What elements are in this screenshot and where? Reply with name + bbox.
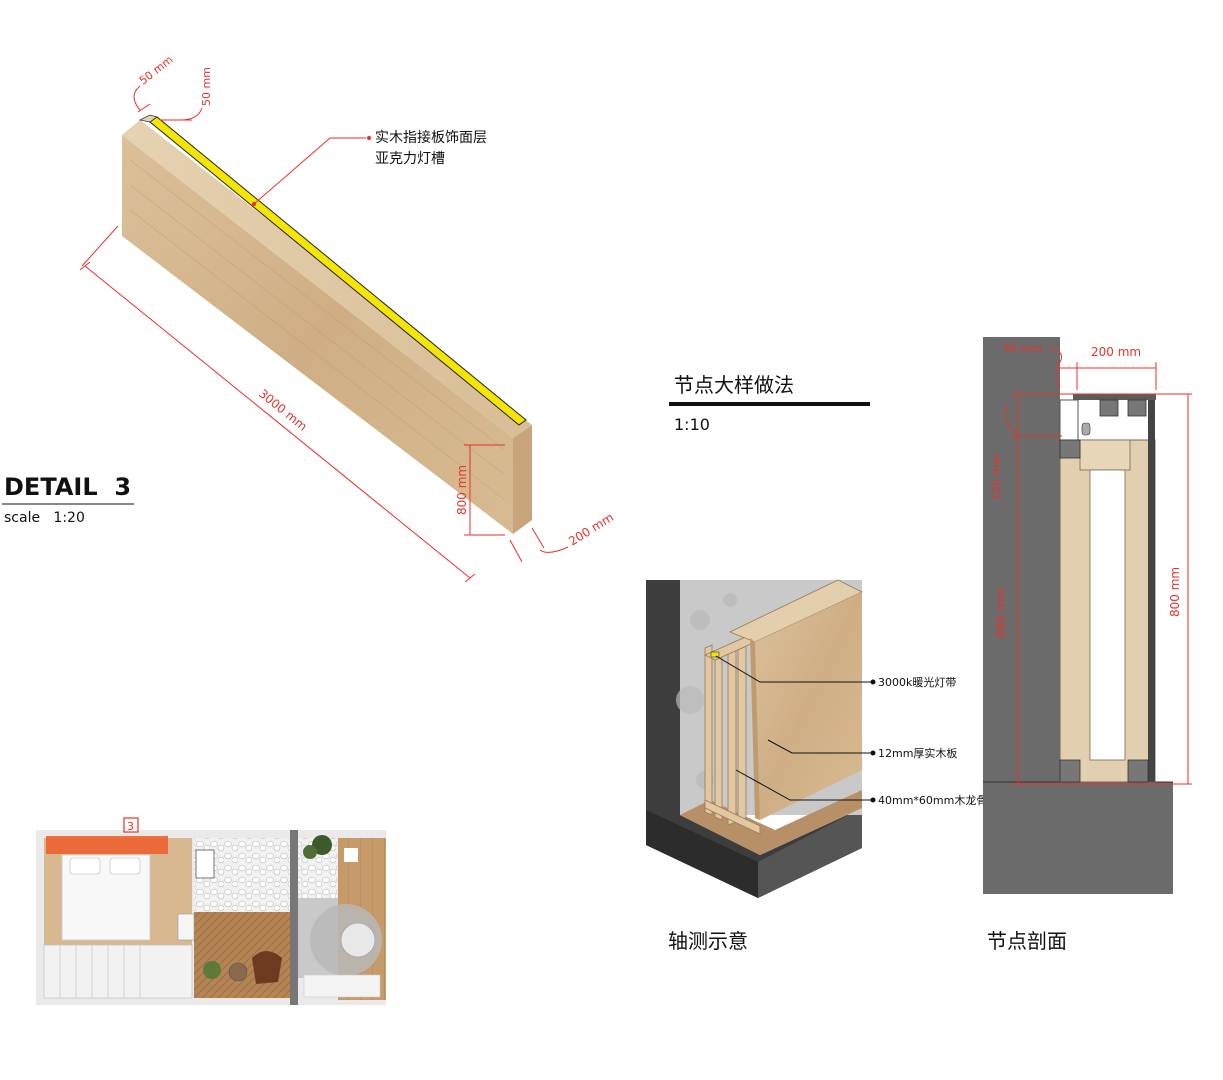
dim-depth-lines	[509, 527, 569, 563]
dim-top-b-label: 50 mm	[200, 67, 213, 106]
dim-depth-label: 200 mm	[566, 510, 616, 548]
node-title: 节点大样做法	[674, 373, 794, 397]
beam-front-face	[122, 135, 513, 534]
section-dim-120: 120 mm	[990, 454, 1003, 500]
dim-length-lines	[79, 225, 476, 583]
callout-anchor	[252, 202, 256, 206]
plan-stairs	[43, 944, 193, 999]
axo-caption: 轴测示意	[668, 929, 748, 953]
floor-plan: 3	[36, 817, 386, 1005]
plan-plant	[203, 961, 221, 979]
detail-title-block: DETAIL 3 scale 1:20	[2, 473, 134, 526]
dim-top-a-label: 50 mm	[137, 53, 176, 87]
section-keels	[1059, 399, 1149, 783]
callout-line-2: 亚克力灯槽	[375, 151, 445, 167]
detail-scale: scale 1:20	[4, 510, 85, 526]
section-floor	[983, 782, 1173, 894]
section-front-board	[1148, 400, 1155, 782]
dim-top-lines	[133, 85, 203, 121]
section-void	[1089, 469, 1126, 761]
axo-base-dark	[646, 580, 862, 898]
iso-beam-view: 3000 mm 800 mm 200 mm 50 mm 50 mm	[79, 53, 616, 583]
beam-grain	[129, 159, 506, 501]
plan-marker: 3	[127, 820, 134, 833]
section-dim-50: 50 mm	[1003, 342, 1042, 355]
axo-label-keel: 40mm*60mm木龙骨	[878, 794, 987, 807]
callout-dot	[367, 136, 371, 140]
beam-end-face	[513, 425, 532, 534]
node-scale: 1:10	[674, 415, 710, 434]
section-dim-800: 800 mm	[1168, 567, 1182, 617]
axo-led-strip	[710, 651, 720, 658]
section-view: 50 mm 200 mm 120 mm 680 mm 800 mm 节点剖面	[983, 337, 1192, 953]
section-dim-680: 680 mm	[994, 588, 1008, 638]
node-title-block: 节点大样做法 1:10	[669, 373, 870, 434]
section-caption: 节点剖面	[987, 929, 1067, 953]
axo-label-led: 3000k暖光灯带	[878, 675, 956, 689]
section-dim-200: 200 mm	[1091, 345, 1141, 359]
axo-board-edge	[750, 638, 760, 820]
section-led	[1081, 422, 1091, 436]
detail-title: DETAIL 3	[4, 473, 131, 501]
axo-floor	[680, 790, 862, 855]
axo-front-board	[755, 592, 862, 820]
axo-view: 3000k暖光灯带 12mm厚实木板 40mm*60mm木龙骨 轴测示意	[646, 579, 987, 953]
callout-line-1: 实木指接板饰面层	[375, 129, 487, 146]
dim-height-label: 800 mm	[455, 465, 469, 515]
axo-label-board: 12mm厚实木板	[878, 746, 957, 760]
beam-notch	[138, 114, 158, 123]
plan-marker-box	[123, 817, 139, 833]
section-wall	[983, 337, 1060, 782]
section-led-slot	[1059, 399, 1079, 441]
callout-leader	[253, 137, 366, 205]
section-cap	[1073, 394, 1156, 400]
beam-top-face	[122, 120, 532, 438]
section-dim-lines	[1005, 347, 1192, 785]
plan-chair	[252, 951, 282, 984]
plan-beam-highlight	[46, 836, 168, 854]
dim-height-lines	[464, 444, 505, 536]
axo-base-front	[646, 810, 758, 898]
axo-leaders	[715, 655, 872, 801]
axo-base-side	[758, 808, 862, 898]
